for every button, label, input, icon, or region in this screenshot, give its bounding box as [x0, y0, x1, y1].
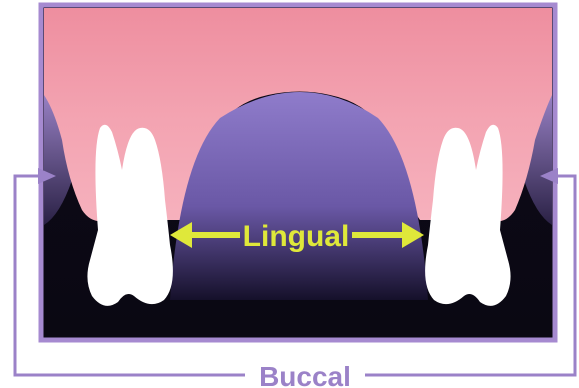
lingual-label: Lingual	[243, 220, 350, 253]
buccal-label: Buccal	[259, 361, 351, 388]
